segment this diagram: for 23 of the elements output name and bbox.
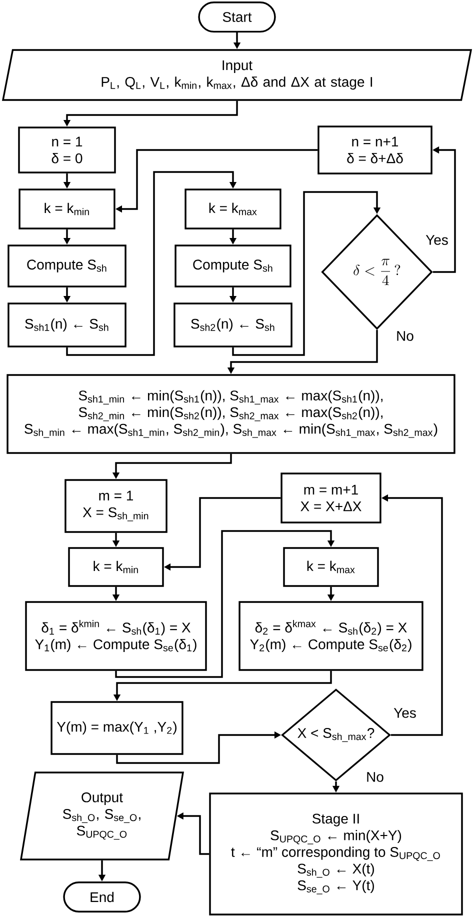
process-box: S$_{sh1}$(n) ← S$_{sh}$: [8, 302, 126, 348]
arrow: [232, 191, 381, 356]
process-box: k = k$_{max}$: [184, 188, 282, 230]
edge-label: No: [364, 770, 386, 784]
process-box: m = 1 X = S$_{sh_min}$: [64, 479, 168, 533]
process-box: m = m+1 X = X+ΔX: [280, 472, 382, 524]
process-box: S$_{sh1_min}$ ← min(S$_{sh1}$(n)), S$_{sh1_max}$ ← max(S$_{sh1}$(n)), S$_{sh2_min}$ ← min(S$_{sh2}$(n)), S$_{sh2_max}$ ← max(S$_{sh2}$(n)), S$_{sh_min}$ ← max(S$_{sh1_min}$, S$_{sh2_min}$), S$_{sh_max}$ ← min(S$_{sh1_max}$, S$_{sh2_max}$): [6, 374, 456, 454]
arrow: [66, 171, 237, 356]
process-box: n = n+1 δ = δ+Δδ: [318, 126, 432, 174]
process-box: S$_{sh2}$(n) ← S$_{sh}$: [174, 302, 292, 348]
process-box: Compute S$_{sh}$: [8, 244, 126, 288]
process-box: Y(m) = max(Y$_{1}$ ,Y$_{2}$): [50, 701, 184, 755]
process-box: δ$_{1}$ = δ$^{kmin}$ ← S$_{sh}$(δ$_{1}$) = X Y$_{1}$(m) ← Compute S$_{se}$(δ$_{1}$): [25, 601, 207, 671]
process-box: k = k$_{min}$: [18, 188, 116, 230]
edge-label: No: [394, 330, 416, 342]
process-box: Stage II S$_{UPQC_O}$ ← min(X+Y) t ← “m” corresponding to S$_{UPQC_O}$ S$_{sh_O}$ ← X(t) S$_{se_O}$ ← Y(t): [209, 792, 463, 916]
process-box: k = k$_{min}$: [68, 547, 164, 587]
process-box: Compute S$_{sh}$: [174, 244, 292, 288]
process-box: n = 1 δ = 0: [18, 126, 116, 174]
process-box: δ$_{2}$ = δ$^{kmax}$ ← S$_{sh}$(δ$_{2}$) = X Y$_{2}$(m) ← Compute S$_{se}$(δ$_{2}$): [238, 601, 424, 671]
arrow: [115, 530, 335, 678]
edge-label: Yes: [392, 706, 418, 720]
process-box: k = k$_{max}$: [283, 547, 379, 587]
